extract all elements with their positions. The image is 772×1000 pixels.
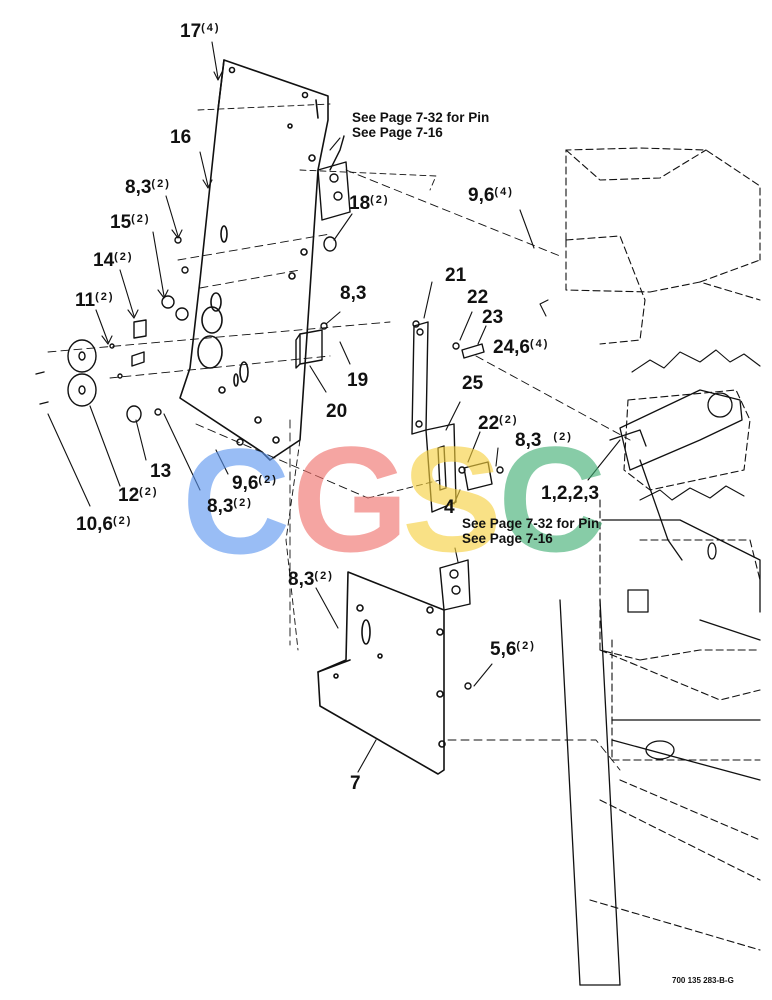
reference-note-bottom: See Page 7-32 for Pin See Page 7-16 (462, 516, 599, 546)
callout-8-3-d: 8,3(2) (207, 496, 253, 517)
left-hardware (35, 236, 337, 446)
reference-note-top-line1: See Page 7-32 for Pin (352, 110, 490, 125)
callout-24-6: 24,6(4) (493, 337, 550, 358)
callout-7: 7 (350, 773, 361, 794)
callout-8-3-a: 8,3(2) (125, 177, 171, 198)
callout-22-a: 22 (467, 287, 489, 308)
watermark-letter-s: S (402, 415, 503, 583)
crank-assembly (609, 389, 743, 561)
callout-23: 23 (482, 307, 504, 328)
callout-9-6-a: 9,6(4) (468, 185, 514, 206)
callout-14: 14(2) (93, 250, 134, 271)
callout-11: 11(2) (75, 290, 115, 311)
callout-1-2-2-3: 1,2,2,3 (541, 483, 600, 504)
callout-17: 17(4) (180, 21, 221, 42)
callout-13: 13 (150, 461, 172, 482)
callout-15: 15(2) (110, 212, 151, 233)
frame-break-line (631, 349, 761, 373)
callout-22-b: 22(2) (478, 413, 519, 434)
watermark-letter-g: G (292, 415, 409, 583)
callout-5-6: 5,6(2) (490, 639, 536, 660)
callout-12: 12(2) (118, 485, 159, 506)
callout-18: 18(2) (349, 193, 390, 214)
callout-8-3-c: 8,3(2) (515, 430, 573, 451)
callout-8-3-e: 8,3(2) (288, 569, 334, 590)
callout-9-6-b: 9,6(2) (232, 473, 278, 494)
lower-plate (317, 571, 446, 775)
reference-note-top: See Page 7-32 for Pin See Page 7-16 (352, 110, 489, 140)
upper-pin-bracket (317, 135, 351, 221)
lower-pin-bracket (439, 559, 472, 690)
callout-20: 20 (326, 401, 348, 422)
callout-16: 16 (170, 127, 192, 148)
machine-frame (565, 147, 761, 951)
callout-4: 4 (444, 497, 455, 518)
reference-note-bottom-line1: See Page 7-32 for Pin (462, 516, 600, 531)
reference-note-bottom-line2: See Page 7-16 (462, 531, 553, 546)
leader-lines (47, 41, 621, 773)
callout-21: 21 (445, 265, 467, 286)
callout-10-6: 10,6(2) (76, 514, 133, 535)
watermark-letter-c1: C (182, 417, 291, 585)
callout-19: 19 (347, 370, 369, 391)
upper-plate (179, 59, 329, 461)
watermark-letter-c2: C (498, 415, 607, 583)
callout-25: 25 (462, 373, 484, 394)
callout-8-3-b: 8,3 (340, 283, 367, 304)
plate-outline-guides (197, 103, 441, 651)
frame-lower-panel (559, 519, 761, 986)
figure-id: 700 135 283-B-G (672, 976, 734, 985)
reference-note-top-line2: See Page 7-16 (352, 125, 443, 140)
center-links (411, 320, 504, 513)
